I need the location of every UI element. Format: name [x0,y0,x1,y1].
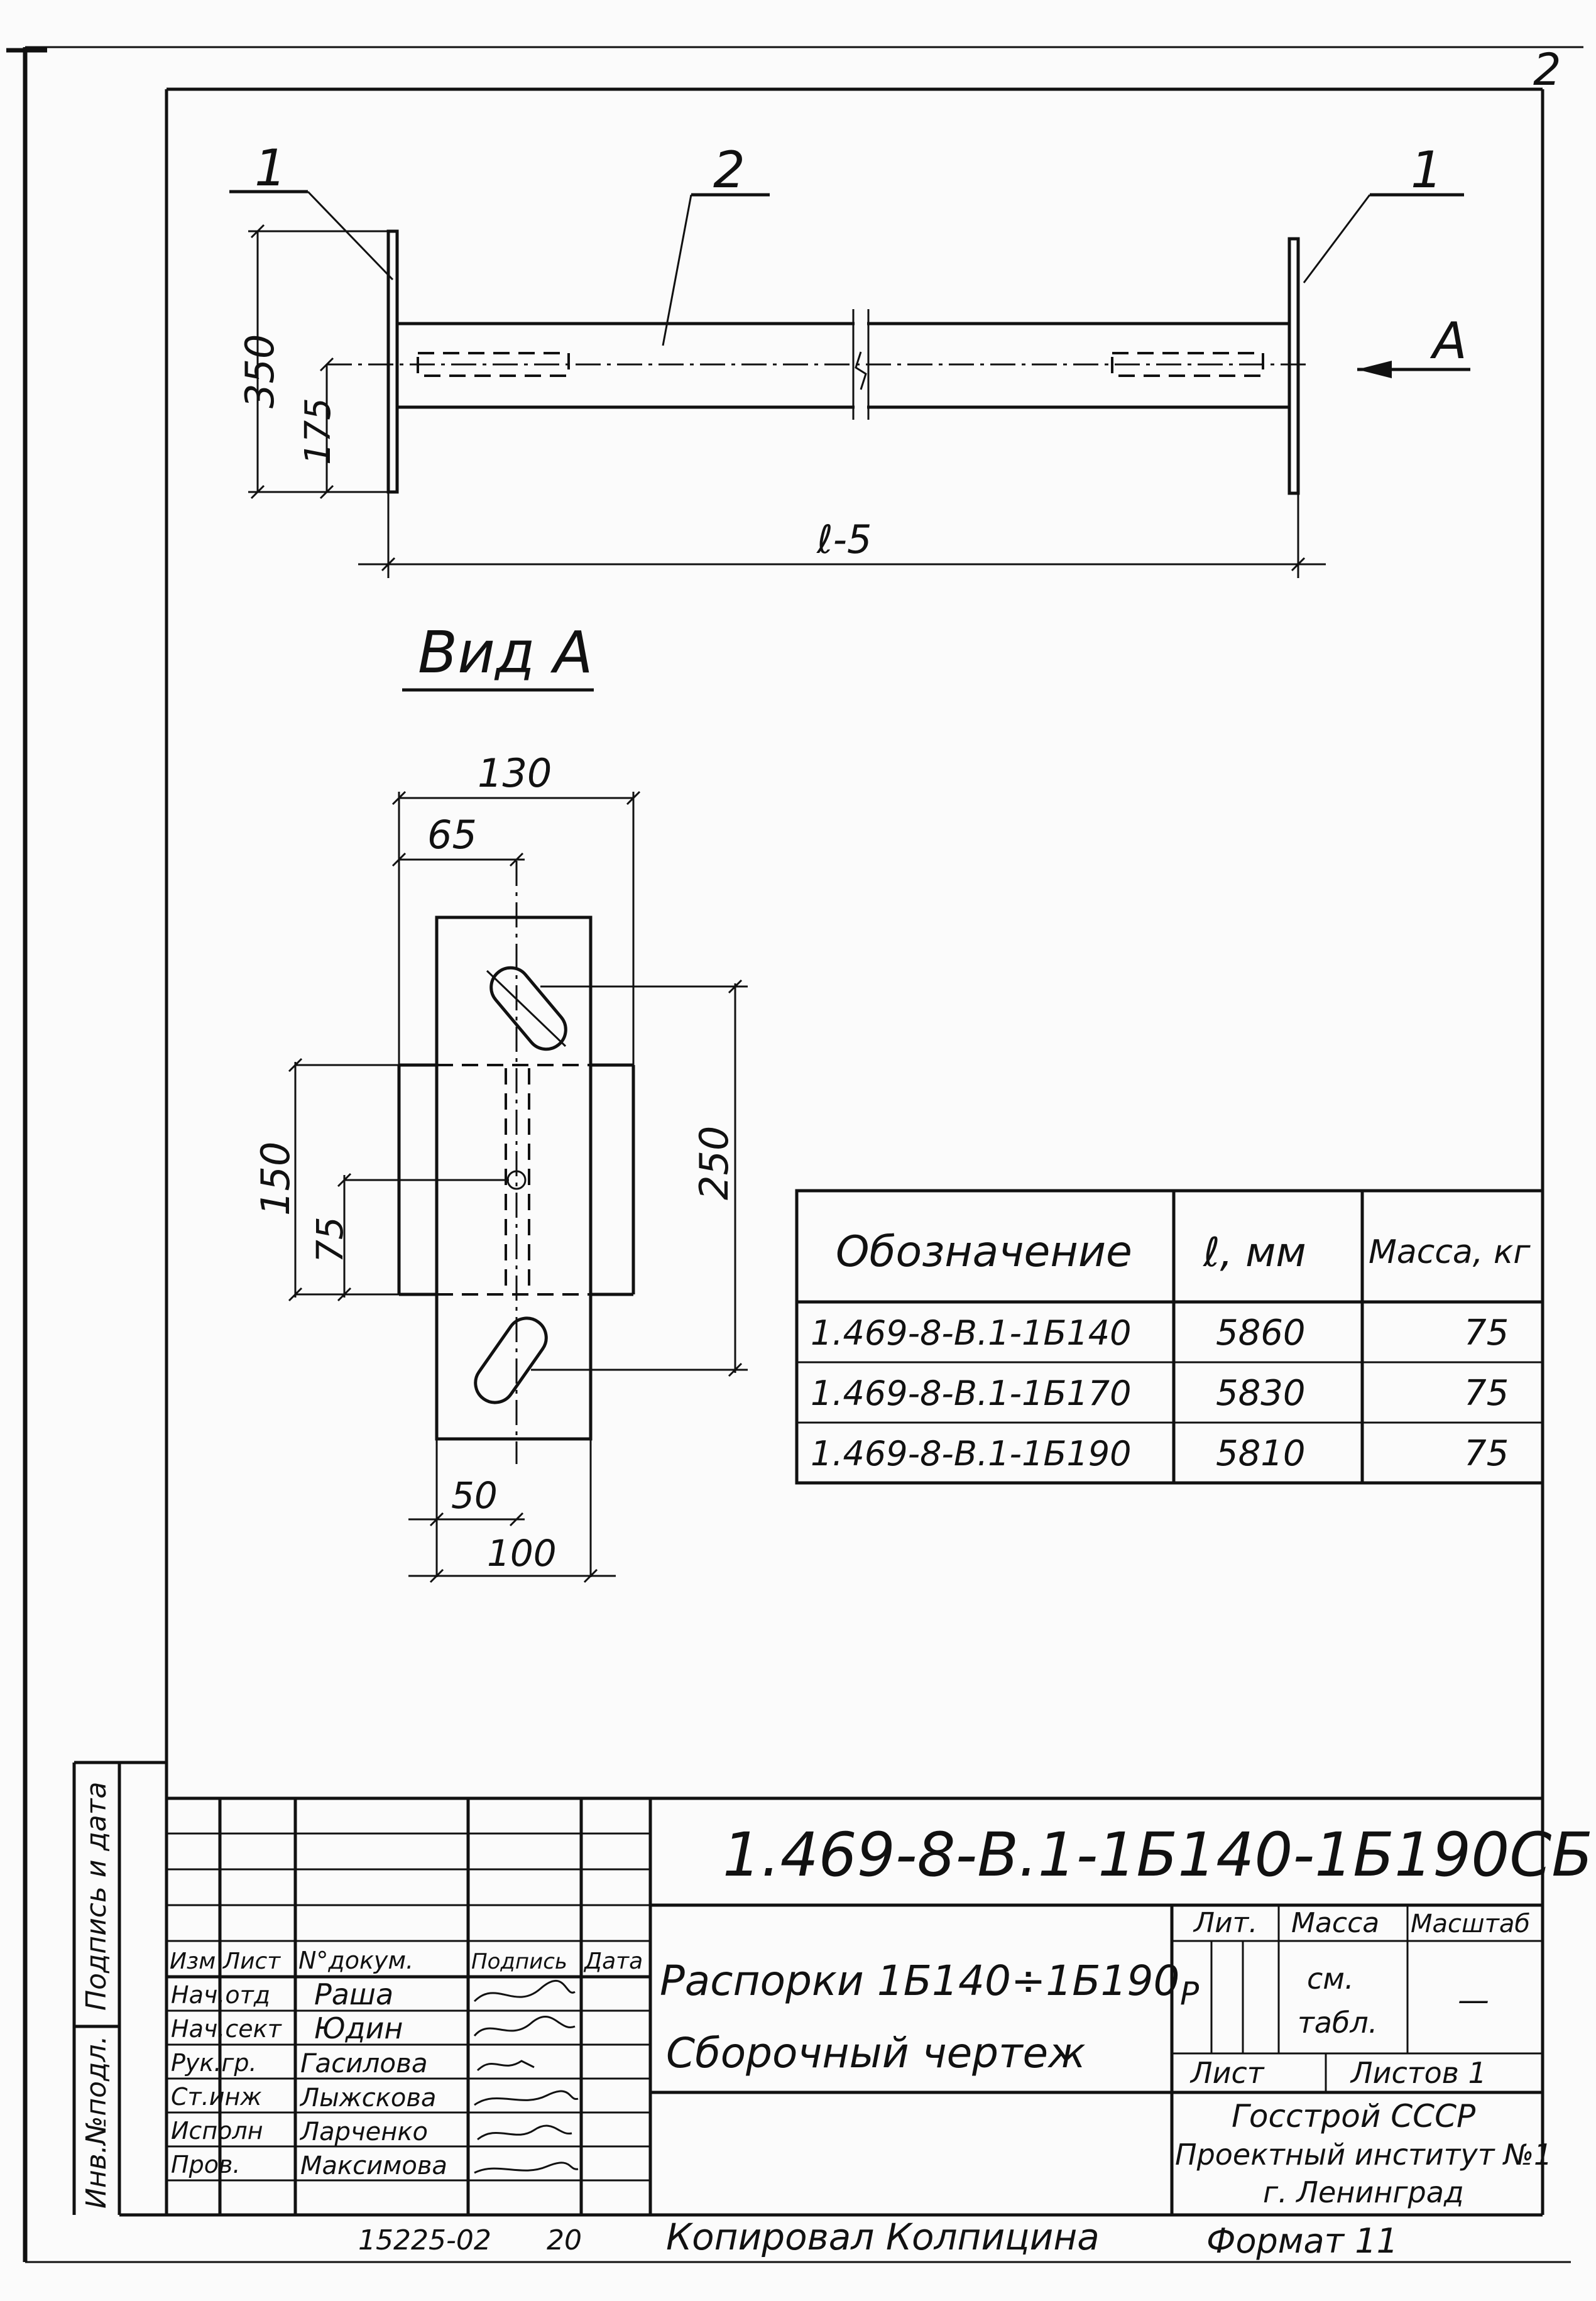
dim-350: 350 [237,334,283,408]
order-number: 15225-02 [358,2224,491,2256]
signatures [473,1979,579,2174]
position-leaders: 1 2 1 [229,139,1464,346]
staff-2-role: Нач.сект [171,2015,283,2043]
staff-3-role: Рук.гр. [171,2049,257,2077]
spec-row-2-mass: 75 [1464,1373,1509,1414]
page-number: 20 [547,2224,582,2256]
doc-name-line2: Сборочный чертеж [666,2029,1086,2077]
spec-header-mass: Масса, кг [1369,1233,1531,1271]
staff-3-name: Гасилова [300,2048,428,2079]
spec-row-2-designation: 1.469-8-В.1-1Б170 [811,1374,1131,1413]
side-label-signature: Подпись и дата [80,1782,112,2011]
staff-5-name: Ларченко [299,2118,428,2146]
bottom-strip: 15225-02 20 Копировал Колпицина Формат 1… [358,2216,1398,2261]
side-label-inventory: Инв.№подл. [80,2035,112,2209]
title-block: Подпись и дата Инв.№подл. Изм Лист N°док… [72,1761,1593,2215]
staff-6-name: Максимова [300,2151,447,2180]
staff-6-role: Пров. [171,2151,240,2178]
staff-1-name: Раша [314,1977,393,2011]
dim-130: 130 [478,750,552,796]
tb-header-sheet: Лист [222,1948,281,1974]
top-view-dimensions: 350 175 ℓ-5 [237,224,1326,578]
slot-hole-top [486,966,567,1051]
dim-250: 250 [691,1126,737,1200]
label-mass: Масса [1291,1907,1379,1939]
view-a-title: Вид А [418,619,593,686]
top-view: 1 2 1 350 175 ℓ-5 [229,139,1470,578]
copied-by: Копировал Колпицина [666,2216,1100,2258]
doc-code: 1.469-8-В.1-1Б140-1Б190СБ [723,1820,1593,1890]
view-a-arrow: A [1357,312,1470,378]
spec-row-2-length: 5830 [1216,1373,1306,1414]
position-1-right-label: 1 [1411,141,1443,199]
staff-4-role: Ст.инж [171,2083,262,2111]
dim-length: ℓ-5 [816,516,872,562]
dim-175: 175 [298,398,339,465]
dim-100: 100 [487,1532,557,1575]
tb-header-change: Изм [170,1948,216,1974]
tb-header-docnum: N°докум. [298,1947,413,1974]
scale-value: — [1458,1982,1489,2018]
sheet-number: 2 [1533,44,1561,96]
dim-150: 150 [253,1142,298,1216]
mass-value-1: см. [1307,1962,1354,1996]
view-arrow-label: A [1429,312,1467,370]
view-a-dimensions: 130 65 150 75 250 [253,750,748,1583]
spec-row-3-mass: 75 [1464,1433,1509,1474]
dim-65: 65 [427,812,477,858]
spec-row-3-length: 5810 [1216,1433,1306,1474]
position-2-label: 2 [713,141,745,199]
spec-table: Обозначение ℓ, мм Масса, кг 1.469-8-В.1-… [795,1189,1544,1485]
spec-row-1-length: 5860 [1216,1313,1306,1353]
view-a: Вид А [253,619,748,1583]
slot-hole-bottom [474,1316,548,1404]
staff-5-role: Исполн [171,2117,263,2145]
format-label: Формат 11 [1206,2221,1398,2261]
dim-75: 75 [309,1216,351,1263]
position-1-left-label: 1 [254,139,287,197]
org-line2: Проектный институт №1 [1175,2138,1552,2172]
label-sheets: Листов 1 [1350,2056,1487,2090]
dim-50: 50 [451,1474,498,1517]
staff-1-role: Нач.отд [171,1981,270,2009]
spec-header-designation: Обозначение [836,1227,1132,1277]
label-sheet: Лист [1189,2056,1265,2090]
sheet-frame [6,46,1583,2263]
beam [327,309,1307,420]
tb-header-date: Дата [583,1948,643,1974]
end-plate-left [386,229,399,494]
doc-name-line1: Распорки 1Б140÷1Б190 [660,1957,1179,2005]
staff-2-name: Юдин [314,2011,403,2045]
org-line1: Госстрой СССР [1232,2098,1476,2134]
staff-4-name: Лыжскова [299,2084,436,2112]
side-strip: Подпись и дата Инв.№подл. [72,1761,167,2215]
tb-header-signature: Подпись [471,1949,567,1974]
lit-value: Р [1180,1976,1200,2012]
org-line3: г. Ленинград [1263,2175,1464,2209]
spec-row-1-mass: 75 [1464,1313,1509,1353]
label-lit: Лит. [1193,1907,1257,1939]
end-plate [435,915,593,1441]
spec-row-1-designation: 1.469-8-В.1-1Б140 [811,1313,1131,1353]
spec-row-3-designation: 1.469-8-В.1-1Б190 [811,1434,1131,1473]
spec-header-length: ℓ, мм [1203,1230,1306,1276]
mass-value-2: табл. [1298,2006,1377,2040]
end-plate-right [1287,237,1300,495]
label-scale: Масштаб [1411,1910,1530,1938]
